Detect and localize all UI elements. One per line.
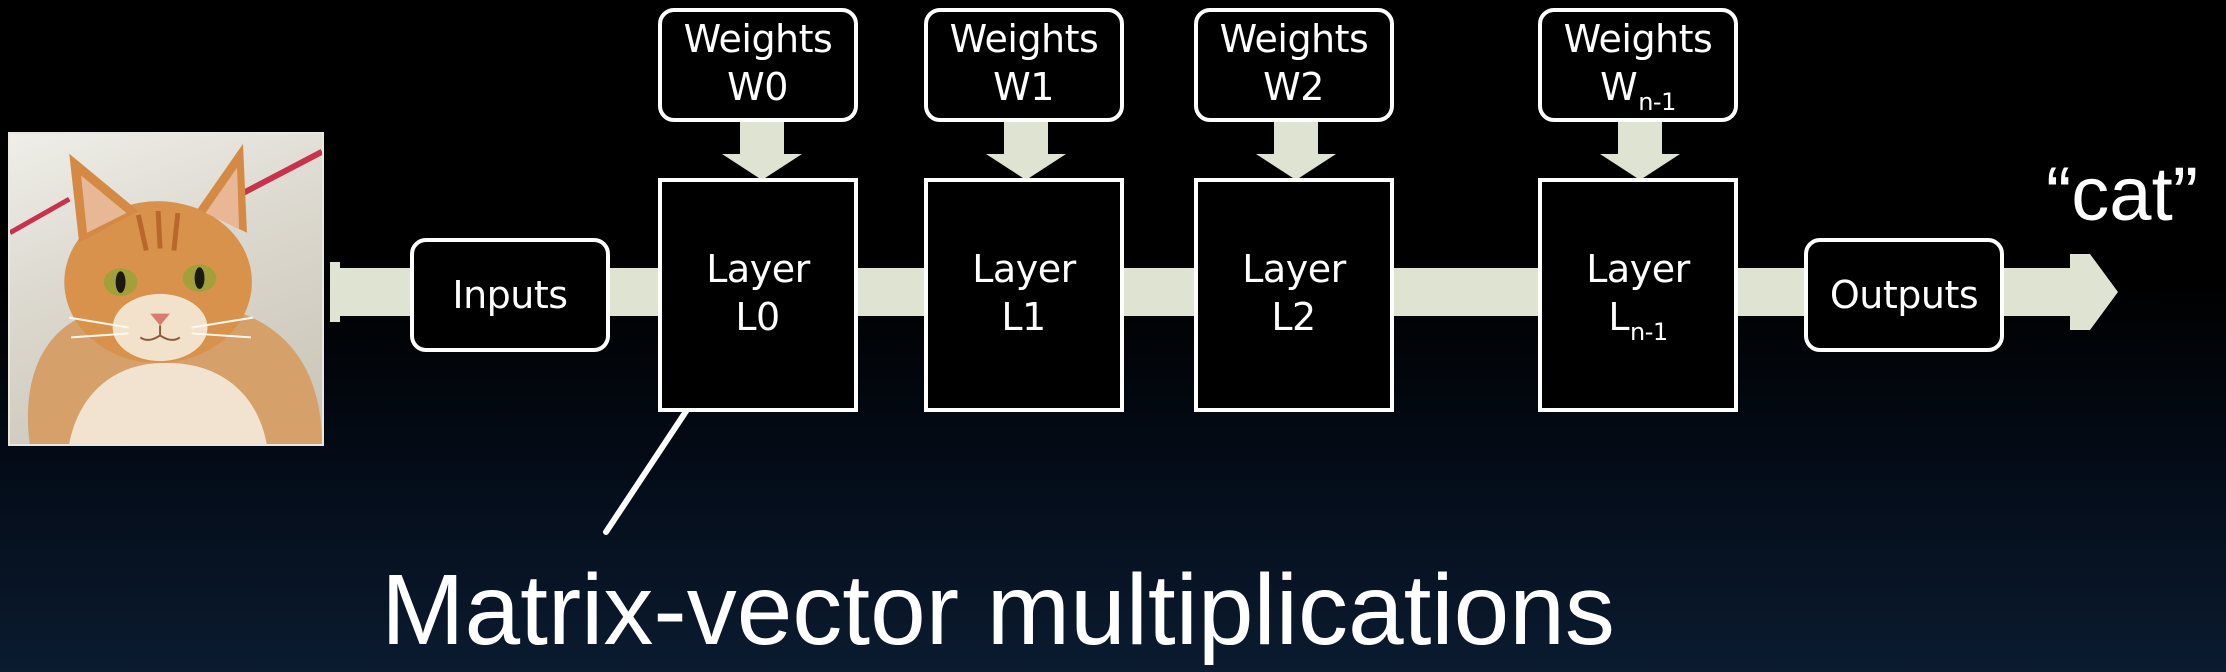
inputs-label: Inputs <box>452 273 568 317</box>
caption: Matrix-vector multiplications <box>0 550 2226 670</box>
weight-connector-1 <box>986 122 1066 180</box>
weights-box-label: W2 <box>1263 64 1324 109</box>
flow-start-cap <box>330 262 340 322</box>
weights-box-w1: Weights W1 <box>924 8 1124 122</box>
weights-box-wn-1: Weights Wn-1 <box>1538 8 1738 122</box>
weight-connector-0 <box>722 122 802 180</box>
outputs-box: Outputs <box>1804 238 2004 352</box>
flow-arrowhead <box>2070 254 2118 330</box>
weight-connector-2 <box>1256 122 1336 180</box>
layer-box-l2: Layer L2 <box>1194 178 1394 412</box>
weights-box-title: Weights <box>1219 16 1369 61</box>
weight-connector-3 <box>1600 122 1680 180</box>
weights-box-title: Weights <box>683 16 833 61</box>
layer-box-label: L1 <box>1001 294 1046 339</box>
weights-box-w2: Weights W2 <box>1194 8 1394 122</box>
layer-box-title: Layer <box>972 246 1076 291</box>
layer-box-label: Ln-1 <box>1608 294 1668 346</box>
layer-box-title: Layer <box>1242 246 1346 291</box>
layer-box-label: L2 <box>1271 294 1316 339</box>
layer-box-title: Layer <box>706 246 810 291</box>
cat-illustration <box>10 143 322 444</box>
inputs-box: Inputs <box>410 238 610 352</box>
weights-box-title: Weights <box>949 16 1099 61</box>
output-text: “cat” <box>2046 152 2198 237</box>
layer-box-label: L0 <box>735 294 780 339</box>
cat-photo <box>8 132 324 446</box>
weights-box-w0: Weights W0 <box>658 8 858 122</box>
weights-box-title: Weights <box>1563 16 1713 61</box>
layer-box-l0: Layer L0 <box>658 178 858 412</box>
weights-box-label: W1 <box>993 64 1054 109</box>
weights-box-label: Wn-1 <box>1600 64 1676 116</box>
layer-box-l1: Layer L1 <box>924 178 1124 412</box>
layer-box-ln-1: Layer Ln-1 <box>1538 178 1738 412</box>
caption-text: Matrix-vector multiplications <box>381 554 1615 666</box>
weights-box-label: W0 <box>727 64 788 109</box>
outputs-label: Outputs <box>1829 273 1979 317</box>
layer-box-title: Layer <box>1586 246 1690 291</box>
